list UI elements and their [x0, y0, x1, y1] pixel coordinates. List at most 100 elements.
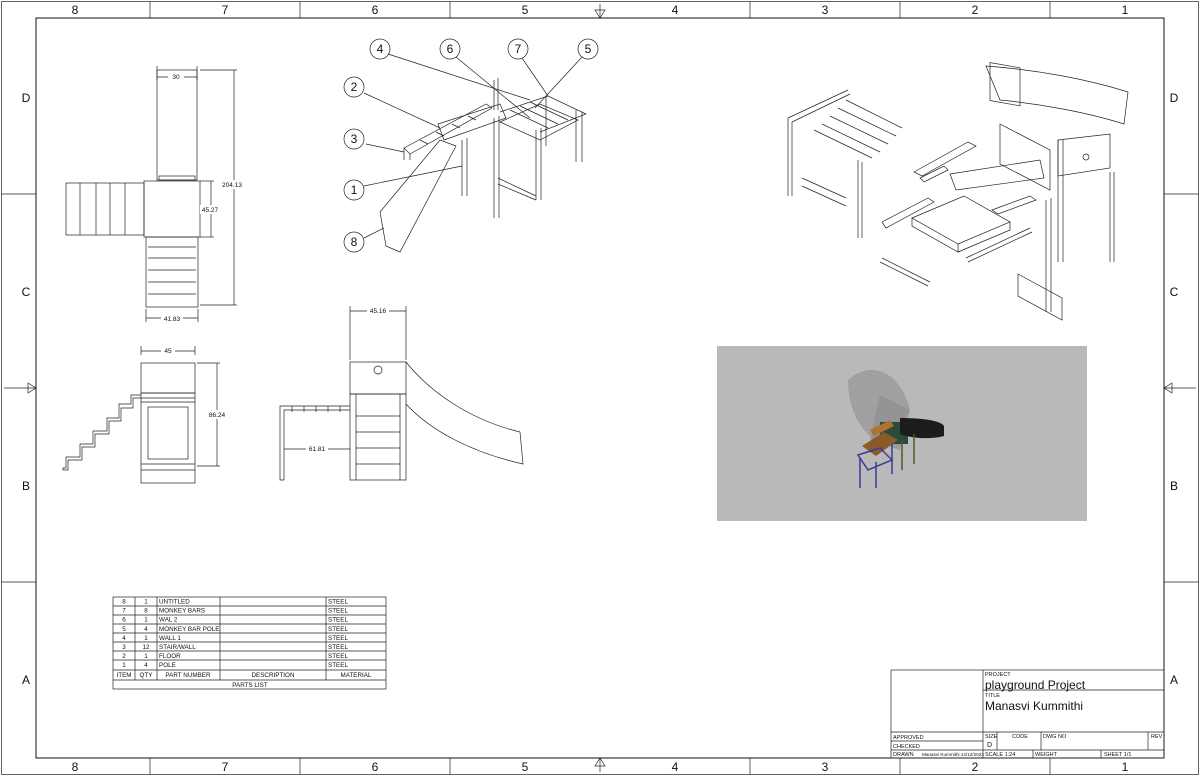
top-view: [65, 66, 237, 322]
dim-side-bar: 61.81: [309, 446, 326, 453]
dim-top-height: 204.13: [222, 182, 242, 189]
zone-labels-bottom: 8 7 6 5 4 3 2 1: [72, 760, 1129, 774]
dim-top-mid: 45.27: [202, 207, 219, 214]
parts-cell-part: WALL 1: [159, 635, 181, 642]
parts-cell-mat: STEEL: [328, 626, 348, 633]
title-label: TITLE: [985, 693, 1000, 699]
zone-col-label: 8: [72, 3, 79, 17]
zone-col-label: 2: [972, 3, 979, 17]
render-view: [717, 346, 1087, 521]
parts-cell-item: 5: [122, 626, 126, 633]
balloon-label: 2: [351, 80, 358, 94]
parts-cell-qty: 12: [142, 644, 150, 651]
parts-cell-mat: STEEL: [328, 662, 348, 669]
zone-row-label: A: [1170, 673, 1178, 687]
drawing-title: Manasvi Kummithi: [985, 699, 1083, 713]
project-label: PROJECT: [985, 672, 1011, 678]
balloon-label: 4: [377, 42, 384, 56]
zone-col-label: 4: [672, 3, 679, 17]
size-label: SIZE: [985, 734, 998, 740]
checked-label: CHECKED: [893, 744, 920, 750]
balloon-label: 8: [351, 235, 358, 249]
dwg-no-label: DWG NO: [1043, 734, 1067, 740]
zone-col-label: 6: [372, 3, 379, 17]
parts-cell-mat: STEEL: [328, 635, 348, 642]
parts-cell-qty: 1: [144, 653, 148, 660]
parts-cell-qty: 1: [144, 635, 148, 642]
zone-col-label: 1: [1122, 3, 1129, 17]
header-qty: QTY: [140, 672, 154, 679]
weight-label: WEIGHT: [1035, 752, 1058, 758]
approved-label: APPROVED: [893, 735, 924, 741]
zone-col-label: 1: [1122, 760, 1129, 774]
parts-cell-part: WAL 2: [159, 617, 178, 624]
header-item: ITEM: [116, 672, 131, 679]
exploded-view: [787, 62, 1129, 321]
zone-col-label: 2: [972, 760, 979, 774]
balloon-label: 6: [447, 42, 454, 56]
zone-col-label: 5: [522, 3, 529, 17]
side-view: [279, 306, 524, 481]
parts-cell-qty: 8: [144, 608, 148, 615]
parts-cell-mat: STEEL: [328, 599, 348, 606]
parts-cell-item: 2: [122, 653, 126, 660]
size-value: D: [987, 742, 992, 749]
zone-col-label: 7: [222, 760, 229, 774]
balloon-label: 5: [585, 42, 592, 56]
zone-row-label: B: [1170, 479, 1178, 493]
title-block: [890, 669, 1165, 759]
code-label: CODE: [1012, 734, 1028, 740]
parts-cell-part: MONKEY BARS: [159, 608, 205, 615]
parts-cell-mat: STEEL: [328, 653, 348, 660]
project-name: playground Project: [985, 678, 1086, 692]
parts-cell-item: 8: [122, 599, 126, 606]
parts-cell-item: 6: [122, 617, 126, 624]
zone-col-label: 8: [72, 760, 79, 774]
dim-front-height: 86.24: [209, 412, 226, 419]
dim-top-bottom: 41.83: [164, 316, 181, 323]
zone-row-label: D: [22, 91, 31, 105]
header-part-number: PART NUMBER: [165, 672, 211, 679]
parts-cell-part: MONKEY BAR POLE: [159, 626, 219, 633]
zone-labels-right: D C B A: [1170, 91, 1179, 687]
parts-cell-mat: STEEL: [328, 644, 348, 651]
balloons: 4 6 7 5 2 3 1 8: [343, 38, 599, 253]
parts-cell-mat: STEEL: [328, 617, 348, 624]
zone-labels-left: D C B A: [22, 91, 31, 687]
parts-cell-part: UNTITLED: [159, 599, 190, 606]
zone-col-label: 6: [372, 760, 379, 774]
parts-list-caption: PARTS LIST: [232, 682, 268, 689]
zone-col-label: 3: [822, 3, 829, 17]
parts-cell-item: 1: [122, 662, 126, 669]
zone-col-label: 7: [222, 3, 229, 17]
zone-col-label: 5: [522, 760, 529, 774]
zone-col-label: 4: [672, 760, 679, 774]
parts-list-header: ITEM QTY PART NUMBER DESCRIPTION MATERIA…: [116, 672, 372, 689]
parts-list: [112, 596, 387, 690]
zone-row-label: C: [1170, 285, 1179, 299]
header-material: MATERIAL: [340, 672, 372, 679]
parts-cell-part: STAIR/WALL: [159, 644, 196, 651]
isometric-assembly: [379, 78, 587, 253]
parts-cell-qty: 4: [144, 662, 148, 669]
balloon-label: 7: [515, 42, 522, 56]
isometric-leader-lines: [363, 53, 583, 239]
dim-top-width: 30: [172, 74, 180, 81]
zone-row-label: D: [1170, 91, 1179, 105]
parts-cell-item: 7: [122, 608, 126, 615]
header-description: DESCRIPTION: [251, 672, 294, 679]
parts-cell-item: 3: [122, 644, 126, 651]
dim-front-width: 45: [164, 348, 172, 355]
drawn-label: DRAWN: [893, 752, 914, 758]
dim-side-width: 45.16: [370, 308, 387, 315]
zone-row-label: A: [22, 673, 30, 687]
zone-row-label: C: [22, 285, 31, 299]
zone-col-label: 3: [822, 760, 829, 774]
zone-labels-top: 8 7 6 5 4 3 2 1: [72, 3, 1129, 17]
sheet-number: SHEET 1/1: [1104, 752, 1131, 758]
parts-cell-part: FLOOR: [159, 653, 181, 660]
